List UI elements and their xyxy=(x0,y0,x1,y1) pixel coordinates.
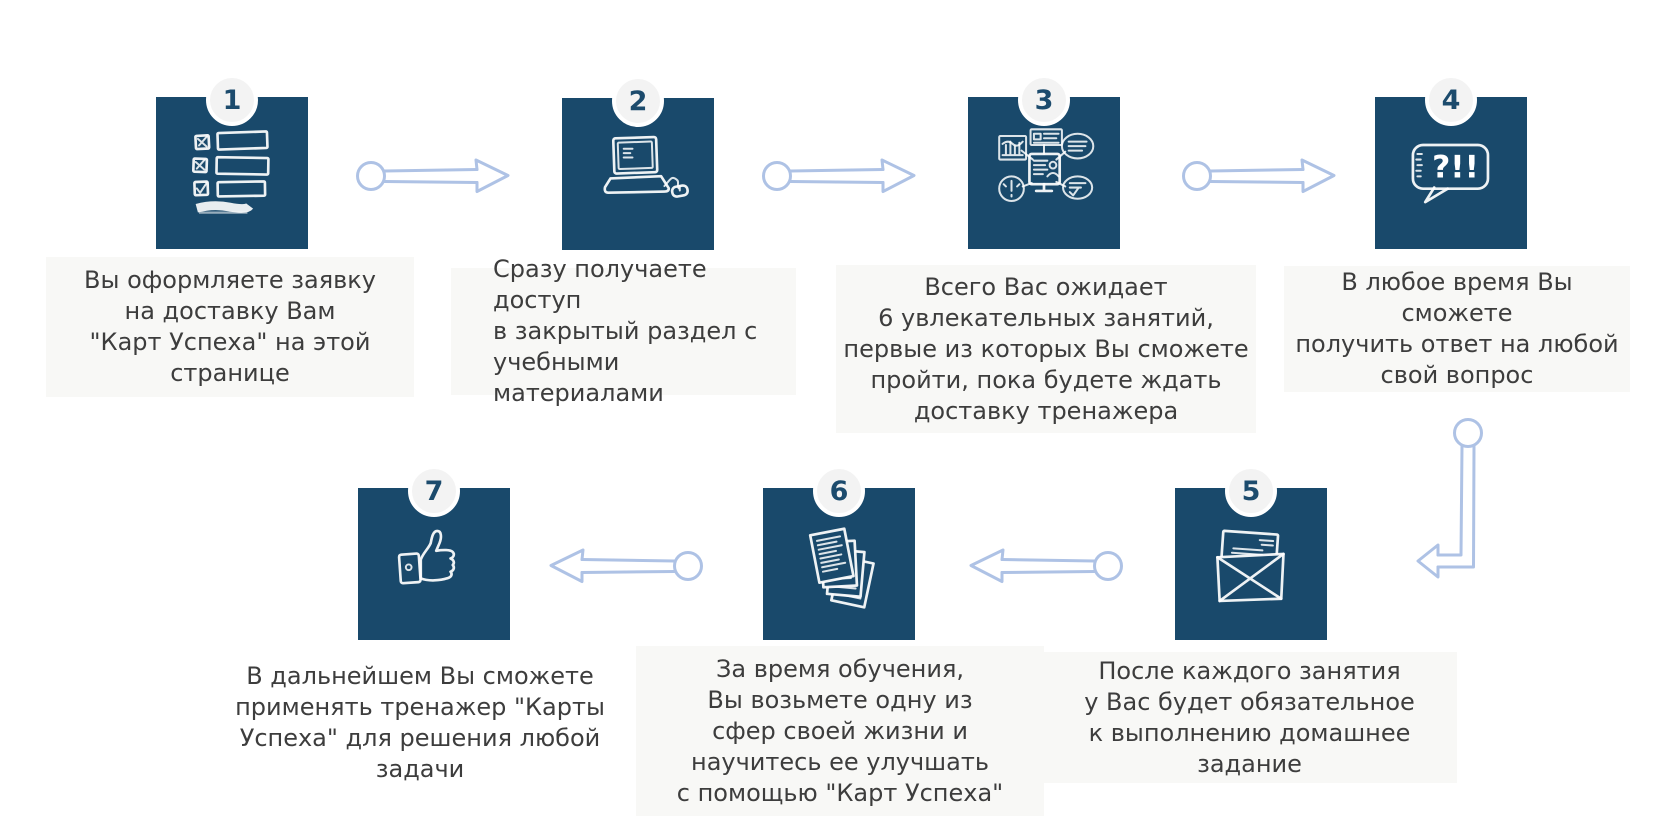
step-6-square: 6 xyxy=(763,465,915,640)
documents-stack-icon xyxy=(763,488,915,640)
step-1-square: 1 xyxy=(156,74,308,249)
step-1-caption: Вы оформляете заявку на доставку Вам "Ка… xyxy=(46,257,414,397)
step-5-number-badge: 5 xyxy=(1225,465,1277,517)
step-3-square: 3 xyxy=(968,74,1120,249)
lessons-mindmap-icon xyxy=(968,97,1120,249)
step-number: 2 xyxy=(628,85,648,117)
checklist-icon xyxy=(156,97,308,249)
laptop-icon xyxy=(562,98,714,250)
step-2-number-badge: 2 xyxy=(612,75,664,127)
thumbs-up-icon xyxy=(358,488,510,640)
step-7-square: 7 xyxy=(358,465,510,640)
step-3-number-badge: 3 xyxy=(1018,74,1070,126)
step-number: 4 xyxy=(1441,84,1461,116)
arrow-down-left-icon-step4-to-step5 xyxy=(1416,418,1483,579)
step-3-caption: Всего Вас ожидает 6 увлекательных заняти… xyxy=(836,265,1256,433)
step-4-number-badge: 4 xyxy=(1425,74,1477,126)
step-6-number-badge: 6 xyxy=(813,465,865,517)
step-4-square: 4 ?!! xyxy=(1375,74,1527,249)
envelope-icon xyxy=(1175,488,1327,640)
step-number: 7 xyxy=(424,475,444,507)
step-number: 3 xyxy=(1034,84,1054,116)
arrow-left-icon-step6-to-step7 xyxy=(549,548,703,583)
arrow-right-icon-step1-to-step2 xyxy=(356,158,510,193)
step-5-square: 5 xyxy=(1175,465,1327,640)
step-5-caption: После каждого занятия у Вас будет обязат… xyxy=(1042,652,1457,783)
step-7-caption: В дальнейшем Вы сможете применять тренаж… xyxy=(235,662,605,783)
arrow-right-icon-step2-to-step3 xyxy=(762,158,916,193)
bubble-text: ?!! xyxy=(1432,149,1479,185)
step-7-number-badge: 7 xyxy=(408,465,460,517)
step-number: 5 xyxy=(1241,475,1261,507)
step-number: 1 xyxy=(222,84,242,116)
step-2-caption: Сразу получаете доступ в закрытый раздел… xyxy=(451,255,796,407)
step-1-number-badge: 1 xyxy=(206,74,258,126)
step-number: 6 xyxy=(829,475,849,507)
step-4-caption: В любое время Вы сможете получить ответ … xyxy=(1284,266,1630,392)
arrow-right-icon-step3-to-step4 xyxy=(1182,158,1336,193)
question-bubble-icon: ?!! xyxy=(1375,97,1527,249)
arrow-left-icon-step5-to-step6 xyxy=(969,548,1123,583)
step-2-square: 2 xyxy=(562,75,714,250)
step-6-caption: За время обучения, Вы возьмете одну из с… xyxy=(636,646,1044,816)
